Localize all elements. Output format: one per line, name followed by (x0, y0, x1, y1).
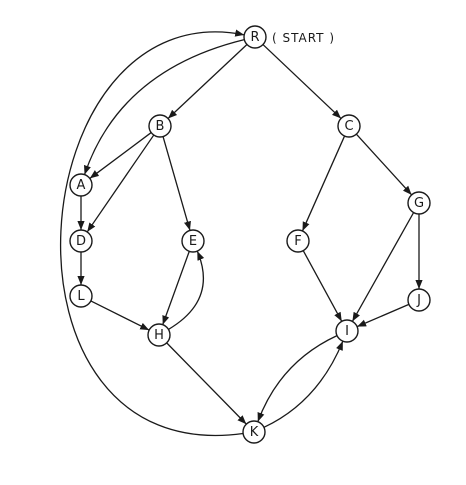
node-label: C (344, 119, 353, 134)
node-circle (181, 229, 205, 253)
node-label: A (77, 178, 86, 193)
node-d: D (69, 229, 93, 253)
node-i: I (335, 319, 359, 343)
node-label: D (76, 234, 86, 249)
node-circle (335, 319, 359, 343)
node-a: A (69, 173, 93, 197)
node-label: F (294, 234, 301, 249)
node-label: G (414, 196, 424, 211)
edge-r-to-b (167, 44, 248, 119)
edge-b-to-e (162, 136, 191, 231)
edge-c-to-f (301, 135, 346, 232)
node-r: R (243, 25, 267, 49)
nodes-layer: R B C A D E F G L H J I K (69, 25, 431, 444)
node-e: E (181, 229, 205, 253)
node-label: K (250, 425, 259, 440)
node-b: B (148, 114, 172, 138)
node-c: C (337, 114, 361, 138)
node-k: K (242, 420, 266, 444)
node-circle (337, 114, 361, 138)
node-label: R (250, 30, 259, 45)
node-circle (69, 173, 93, 197)
edge-j-to-i (356, 303, 410, 328)
start-annotation: ( START ) (272, 31, 335, 45)
edge-k-to-i (263, 340, 344, 428)
node-circle (242, 420, 266, 444)
node-circle (286, 229, 310, 253)
node-circle (69, 284, 93, 308)
edges-layer (60, 29, 423, 437)
edge-g-to-i (351, 212, 415, 322)
edge-r-to-a (83, 38, 245, 175)
edge-i-to-k (257, 335, 338, 422)
edge-f-to-i (302, 250, 343, 322)
edge-h-to-k (166, 342, 247, 425)
edge-h-to-e (168, 250, 205, 330)
node-j: J (407, 288, 431, 312)
node-circle (148, 114, 172, 138)
node-f: F (286, 229, 310, 253)
node-circle (147, 323, 171, 347)
edge-c-to-g (355, 133, 413, 196)
node-circle (407, 191, 431, 215)
edge-k-to-r (60, 29, 245, 437)
node-label: B (156, 119, 165, 134)
node-label: I (345, 324, 349, 339)
edge-b-to-d (86, 134, 155, 233)
node-label: L (77, 289, 85, 304)
node-h: H (147, 323, 171, 347)
node-circle (243, 25, 267, 49)
node-g: G (407, 191, 431, 215)
node-circle (69, 229, 93, 253)
node-circle (407, 288, 431, 312)
node-l: L (69, 284, 93, 308)
edge-b-to-a (89, 132, 152, 179)
node-label: E (189, 234, 197, 249)
edge-l-to-h (90, 300, 150, 331)
edge-r-to-c (262, 44, 342, 119)
node-label: J (416, 293, 421, 308)
edge-e-to-h (162, 251, 190, 325)
node-label: H (154, 328, 164, 343)
